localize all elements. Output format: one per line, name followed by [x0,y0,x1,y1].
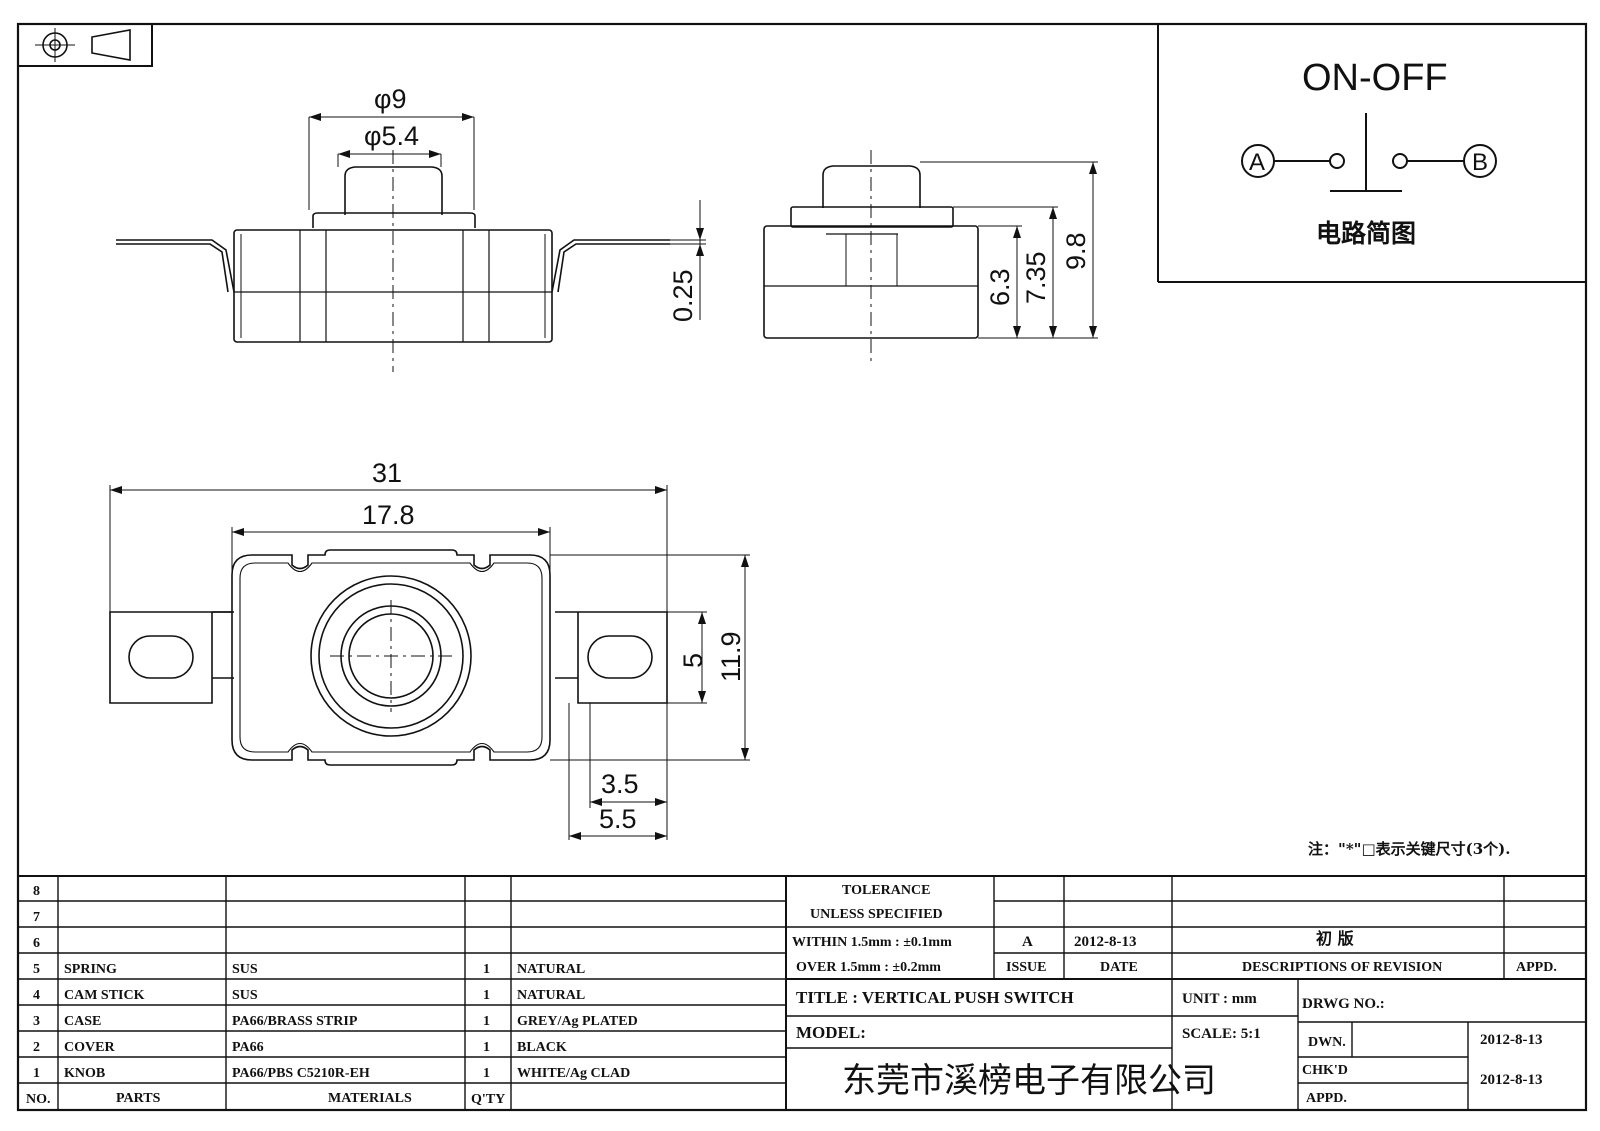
row-material: SUS [232,988,258,1003]
row-finish: NATURAL [517,962,585,977]
row-part: SPRING [64,962,117,977]
switch-schematic [1241,113,1497,192]
issue-value: A [1022,934,1033,950]
row-finish: BLACK [517,1040,567,1055]
date-label: DATE [1100,960,1138,975]
tolerance-line-2: UNLESS SPECIFIED [810,907,943,922]
dim-3-5: 3.5 [601,769,639,799]
front-view [116,113,706,372]
drawn-date: 2012-8-13 [1480,1032,1543,1048]
side-view [763,150,1098,365]
drawn-label: DWN. [1308,1035,1346,1050]
issue-label: ISSUE [1006,960,1046,975]
row-qty: 1 [483,988,490,1003]
description-label: DESCRIPTIONS OF REVISION [1242,960,1442,975]
drawing-title: TITLE : VERTICAL PUSH SWITCH [796,988,1074,1007]
header-qty: Q'TY [471,1092,505,1107]
plan-view [109,485,750,840]
company-name: 东莞市溪榜电子有限公司 [842,1061,1216,1101]
row-part: COVER [64,1040,115,1055]
header-materials: MATERIALS [328,1091,412,1106]
dim-5-5: 5.5 [599,804,637,834]
tolerance-line-3: WITHIN 1.5mm : ±0.1mm [792,935,952,950]
dim-7-35: 7.35 [1021,251,1051,304]
row-finish: WHITE/Ag CLAD [517,1066,630,1081]
row-part: CAM STICK [64,988,145,1003]
row-qty: 1 [483,1066,490,1081]
checked-label: CHK'D [1302,1063,1348,1078]
row-no: 4 [33,988,40,1003]
drawing-number-label: DRWG NO.: [1302,996,1385,1012]
parts-table-grid [18,875,1586,1110]
row-finish: GREY/Ag PLATED [517,1014,638,1029]
schematic-title: ON-OFF [1302,57,1448,99]
row-no: 7 [33,910,40,925]
dim-31: 31 [372,458,402,488]
appd-label: APPD. [1516,960,1557,975]
row-qty: 1 [483,962,490,977]
row-part: CASE [64,1014,101,1029]
tolerance-line-1: TOLERANCE [842,883,930,898]
dim-17-8: 17.8 [362,500,415,530]
row-no: 8 [33,884,40,899]
dim-5: 5 [678,653,708,668]
dim-0-25: 0.25 [668,269,698,322]
row-material: PA66 [232,1040,264,1055]
row-finish: NATURAL [517,988,585,1003]
terminal-a-label: A [1249,149,1265,176]
approved-label: APPD. [1306,1091,1347,1106]
dim-phi5-4: φ5.4 [364,121,419,151]
schematic-caption: 电路简图 [1316,219,1416,248]
dim-9-8: 9.8 [1061,232,1091,270]
sheet-border [16,22,1588,1112]
tolerance-line-4: OVER 1.5mm : ±0.2mm [796,960,941,975]
date-value: 2012-8-13 [1074,934,1137,950]
checked-date: 2012-8-13 [1480,1072,1543,1088]
key-dimension-note: 注："*"□表示关键尺寸(3个). [1308,840,1511,858]
row-material: PA66/BRASS STRIP [232,1014,358,1029]
terminal-b-circle [1463,144,1497,178]
header-parts: PARTS [116,1091,161,1106]
unit-label: UNIT : mm [1182,991,1257,1007]
row-qty: 1 [483,1040,490,1055]
dim-11-9: 11.9 [716,631,746,682]
row-part: KNOB [64,1066,105,1081]
scale-label: SCALE: 5:1 [1182,1026,1261,1042]
row-material: SUS [232,962,258,977]
projection-symbol-icon [17,23,153,67]
row-no: 3 [33,1014,40,1029]
row-material: PA66/PBS C5210R-EH [232,1066,370,1081]
row-no: 6 [33,936,40,951]
terminal-b-label: B [1472,149,1488,176]
row-qty: 1 [483,1014,490,1029]
dim-phi9: φ9 [374,84,407,114]
row-no: 2 [33,1040,40,1055]
schematic-frame [1157,24,1586,283]
revision-value: 初 版 [1316,929,1354,948]
row-no: 5 [33,962,40,977]
dim-6-3: 6.3 [985,268,1015,306]
row-no: 1 [33,1066,40,1081]
model-label: MODEL: [796,1023,866,1042]
header-no: NO. [26,1092,51,1107]
